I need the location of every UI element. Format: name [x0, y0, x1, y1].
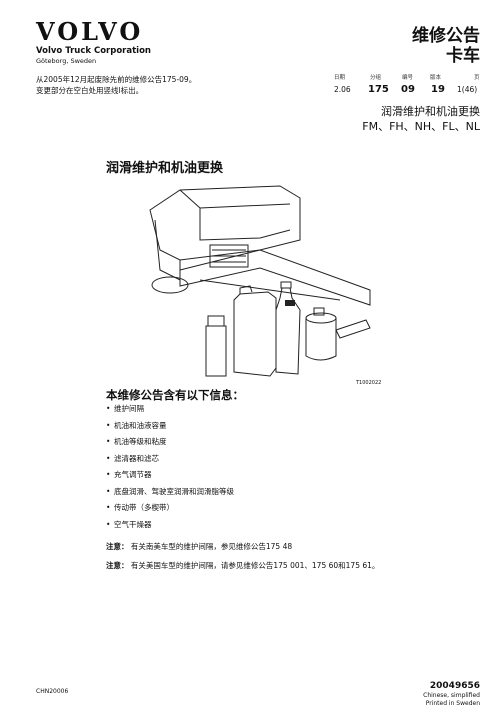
printed-in: Printed in Sweden — [425, 700, 480, 707]
version-value: 19 — [431, 84, 445, 95]
number-label: 编号 — [402, 75, 414, 81]
list-item: •空气干燥器 — [106, 519, 152, 529]
bullet-icon: • — [106, 404, 111, 413]
note-label: 注意： — [106, 561, 129, 570]
document-language: Chinese, simplified — [423, 692, 480, 699]
bullet-icon: • — [106, 420, 111, 430]
section-heading: 润滑维护和机油更换 — [106, 161, 224, 176]
bullet-icon: • — [106, 453, 111, 463]
footer-code: CHN20006 — [36, 688, 69, 695]
oil-tin — [305, 318, 337, 361]
document-number: 20049656 — [429, 681, 480, 691]
date-value: 2.06 — [334, 85, 351, 94]
company-name: Volvo Truck Corporation — [36, 46, 151, 56]
version-label: 版本 — [430, 75, 442, 81]
document-type: 维修公告 — [412, 26, 480, 46]
front-wheel — [151, 276, 189, 294]
number-value: 09 — [401, 84, 415, 95]
bullet-icon: • — [106, 519, 111, 529]
bulletin-title: 润滑维护和机油更换 — [381, 105, 480, 118]
intro-line-2: 变更部分在空白处用竖线l标出。 — [36, 86, 144, 95]
cab-roof-line — [179, 189, 291, 209]
page-label: 页 — [474, 75, 480, 81]
engine-block — [209, 244, 249, 268]
volvo-logo: VOLVO — [36, 17, 144, 46]
bullet-icon: • — [106, 437, 111, 446]
list-item: •机油和油液容量 — [106, 420, 167, 430]
chassis-frame — [179, 249, 371, 306]
list-item: •滤清器和滤芯 — [106, 453, 159, 463]
bullet-icon: • — [106, 486, 111, 496]
cab-window — [199, 208, 291, 241]
figure-code: T1002022 — [356, 380, 382, 386]
info-heading: 本维修公告含有以下信息： — [106, 388, 244, 402]
note-text: 有关美国车型的维护间隔，请参见维修公告175 001、175 60和175 61… — [130, 561, 380, 570]
group-value: 175 — [368, 84, 389, 95]
page-value: 1(46) — [457, 85, 478, 94]
grease-tube — [205, 325, 227, 377]
list-item: •底盘润滑、驾驶室润滑和润滑脂等级 — [106, 486, 234, 496]
oil-can-large — [233, 291, 277, 377]
truck-cab — [149, 185, 301, 261]
note-usa: 注意： 有关美国车型的维护间隔，请参见维修公告175 001、175 60和17… — [106, 560, 379, 571]
chassis-rail — [199, 279, 341, 301]
intro-line-1: 从2005年12月起废除先前的维修公告175-09。 — [36, 75, 197, 84]
bullet-icon: • — [106, 470, 111, 479]
lubrication-illustration — [149, 185, 371, 377]
info-list: •维护间隔 •机油和油液容量 •机油等级和粘度 •滤清器和滤芯 •充气调节器 •… — [106, 404, 234, 536]
bullet-icon: • — [106, 503, 111, 512]
list-item: •充气调节器 — [106, 470, 152, 479]
list-item: •传动带（多楔带） — [106, 503, 174, 512]
intro-text: 从2005年12月起废除先前的维修公告175-09。 变更部分在空白处用竖线l标… — [36, 74, 196, 96]
group-label: 分组 — [370, 75, 382, 81]
note-south-america: 注意： 有关南美车型的维护间隔，参见维修公告175 48 — [106, 541, 292, 552]
grease-gun — [335, 319, 371, 339]
document-subtype: 卡车 — [446, 46, 480, 66]
note-text: 有关南美车型的维护间隔，参见维修公告175 48 — [130, 542, 293, 551]
company-city: Göteborg, Sweden — [36, 57, 97, 65]
date-label: 日期 — [334, 75, 346, 81]
cab-front — [154, 219, 181, 281]
list-item: •机油等级和粘度 — [106, 437, 167, 446]
note-label: 注意： — [106, 542, 129, 551]
oil-bottle — [275, 287, 301, 375]
bulletin-models: FM、FH、NH、FL、NL — [362, 120, 480, 133]
list-item: •维护间隔 — [106, 404, 144, 413]
